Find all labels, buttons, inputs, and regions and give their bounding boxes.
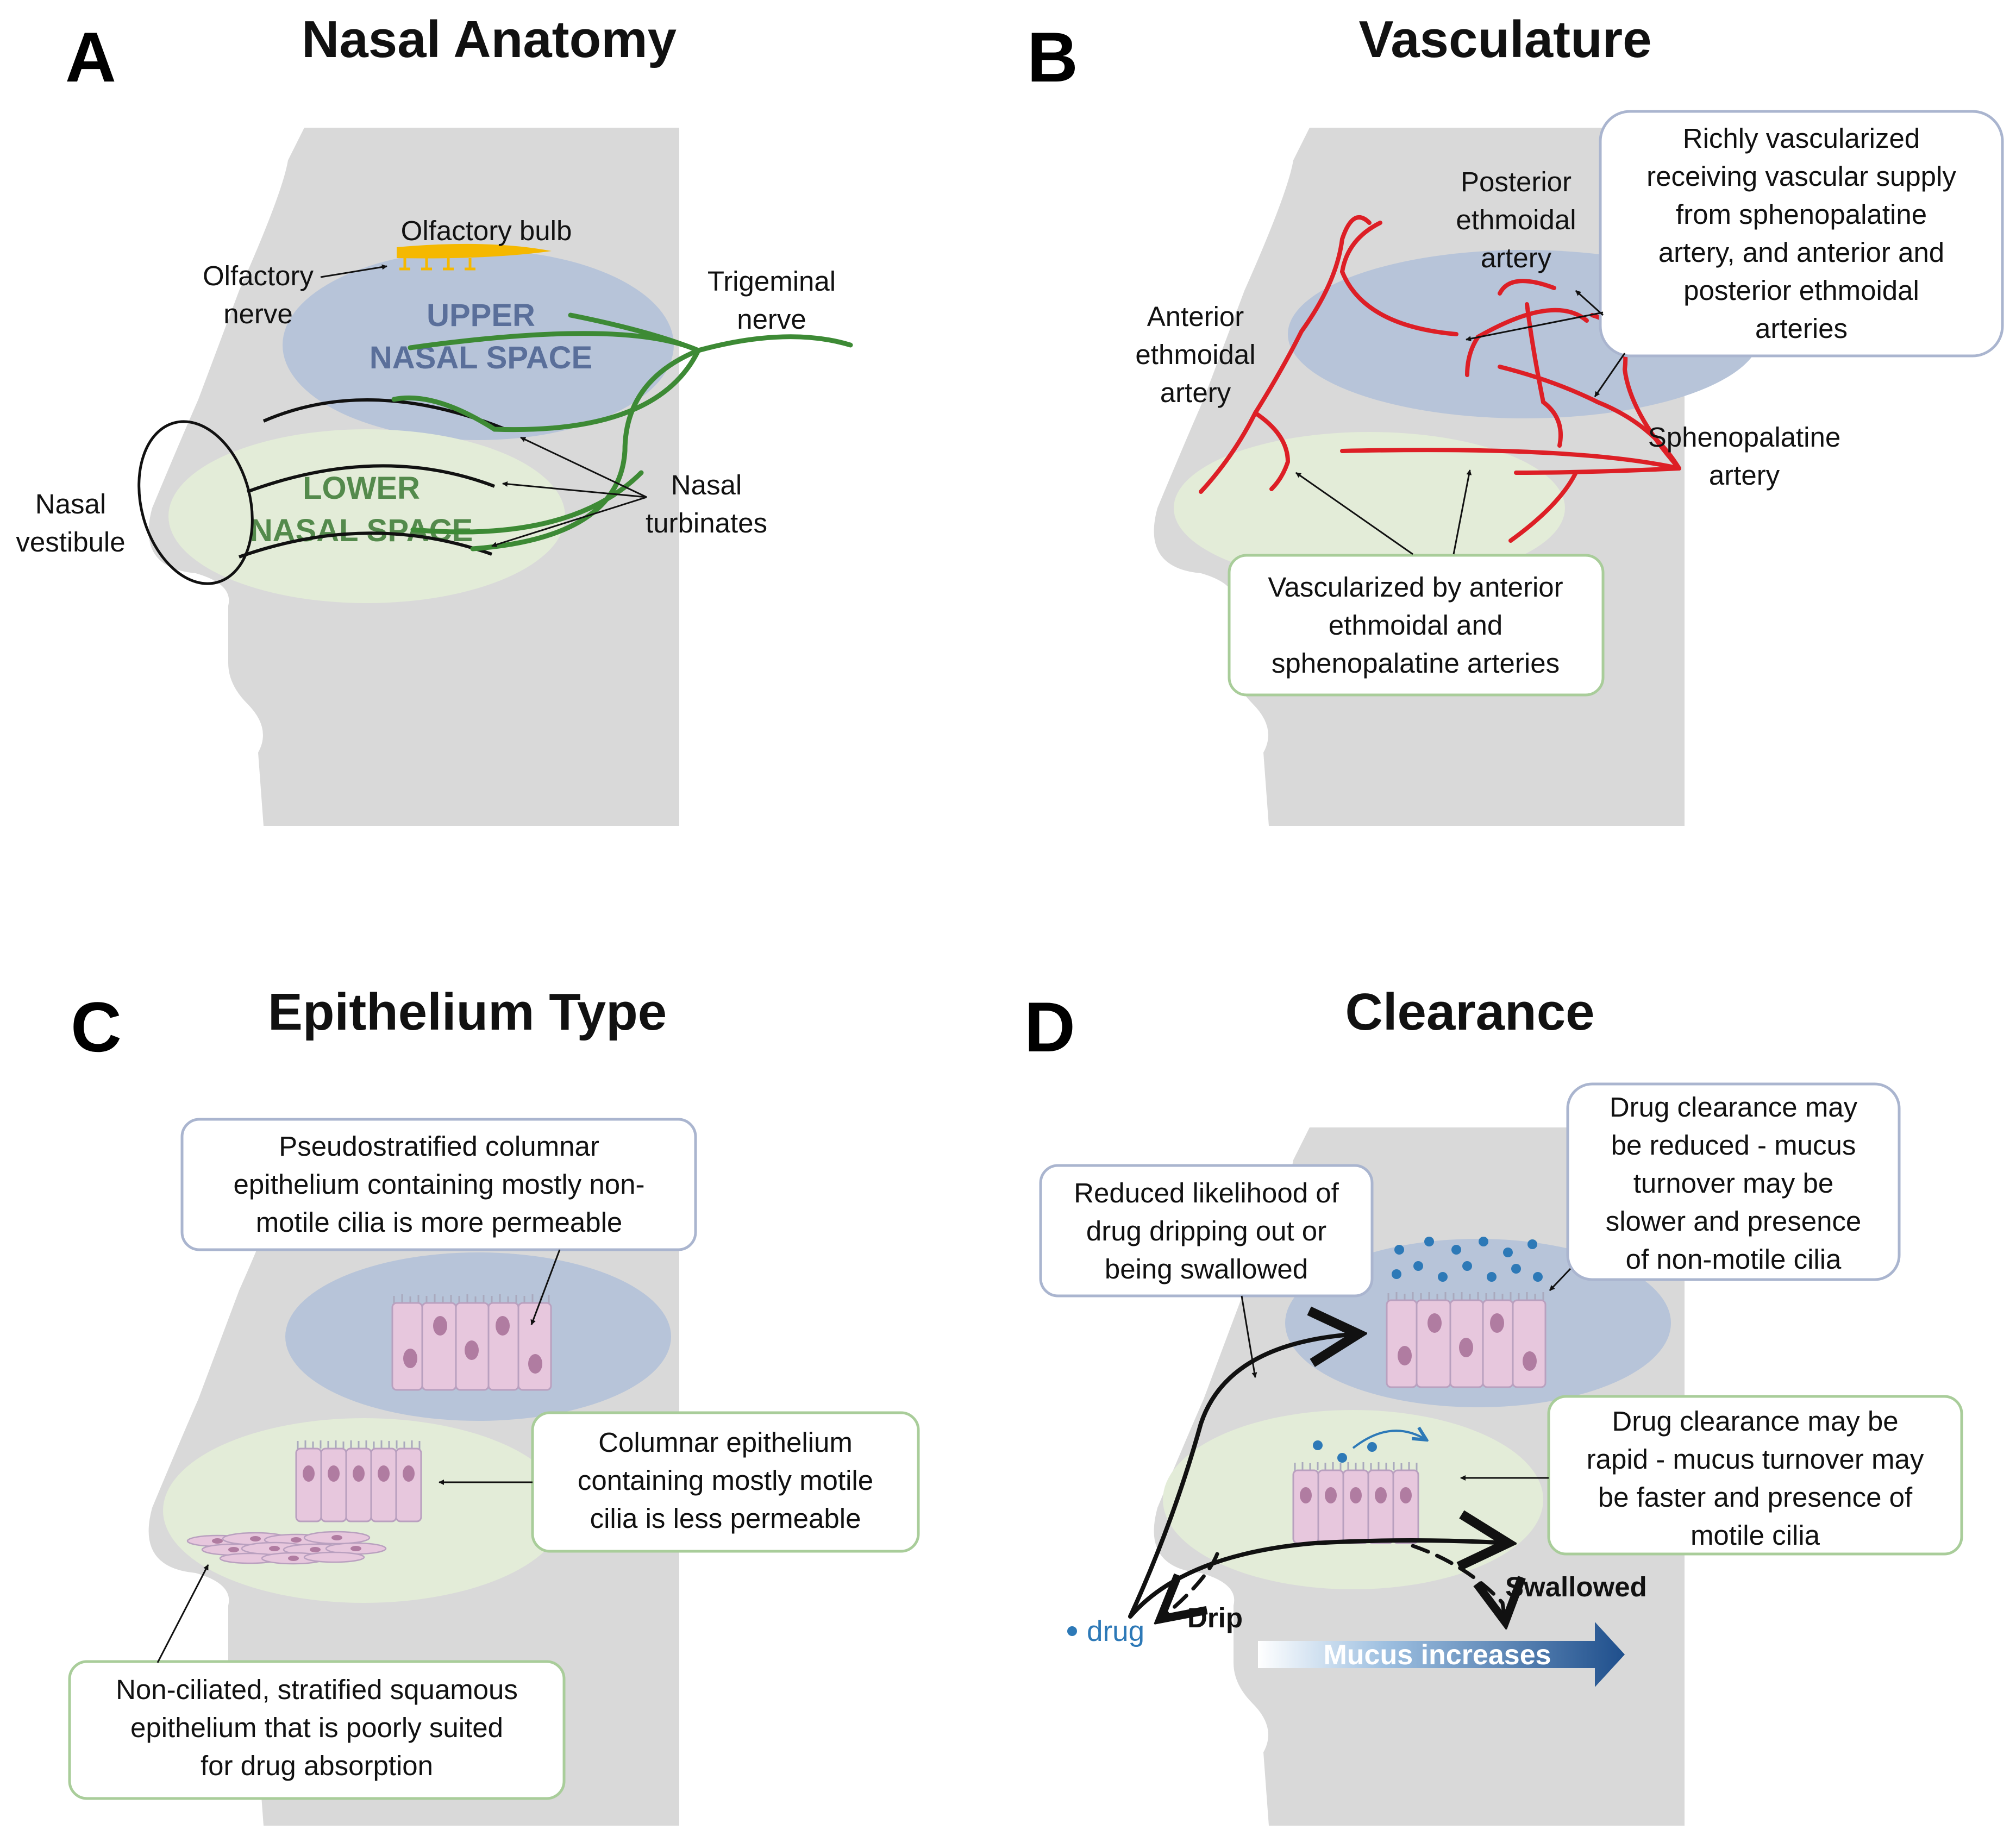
box-lower-b-line-1: Vascularized by anterior: [1268, 572, 1563, 603]
box-upper-b-line-6: arteries: [1755, 313, 1848, 344]
upper-space-label-2: NASAL SPACE: [370, 340, 592, 375]
nasal-turbinates-label-1: Nasal: [671, 469, 742, 500]
panel-d-letter: D: [1024, 987, 1075, 1067]
anterior-ethmoidal-label-1: Anterior: [1147, 301, 1244, 332]
box-upper-b-line-2: receiving vascular supply: [1646, 161, 1956, 192]
panel-c-title: Epithelium Type: [268, 983, 667, 1041]
posterior-ethmoidal-label-2: ethmoidal: [1456, 204, 1576, 235]
nasal-turbinates-label-2: turbinates: [646, 507, 767, 538]
box-lower-d-line-3: be faster and presence of: [1598, 1482, 1913, 1513]
drug-flow-arrows: [1128, 1334, 1508, 1622]
box-upper-c-line-3: motile cilia is more permeable: [256, 1207, 623, 1238]
cilia-movement-arrow: [1352, 1431, 1426, 1449]
panel-a-title: Nasal Anatomy: [302, 10, 677, 68]
pseudostratified-cells-d: [1386, 1292, 1547, 1388]
panel-c-letter: C: [71, 987, 122, 1067]
box-lower-d-line-2: rapid - mucus turnover may: [1587, 1444, 1924, 1475]
panel-b: B Vasculature: [1027, 10, 2004, 826]
drug-particles-lower: [1313, 1440, 1377, 1463]
panel-b-letter: B: [1027, 17, 1078, 97]
turbinate-middle: [246, 464, 496, 493]
nasal-vestibule-label-2: vestibule: [16, 527, 125, 557]
box-lower-d-line-1: Drug clearance may be: [1612, 1406, 1898, 1437]
box-middle-c-line-3: cilia is less permeable: [590, 1503, 861, 1534]
box-lower-c-line-2: epithelium that is poorly suited: [130, 1712, 503, 1743]
box-lower-b-line-2: ethmoidal and: [1329, 610, 1502, 641]
olfactory-nerve-label-2: nerve: [223, 298, 293, 329]
pseudostratified-cells: [391, 1294, 552, 1391]
callout-box-upper-b: [1599, 110, 2004, 358]
anterior-ethmoidal-label-3: artery: [1160, 377, 1231, 408]
callout-box-upper-d: [1566, 1082, 1901, 1281]
olfactory-bulb-label: Olfactory bulb: [401, 215, 572, 246]
olfactory-bulb: [397, 243, 552, 271]
box-middle-c-line-2: containing mostly motile: [578, 1465, 873, 1496]
upper-space-label-1: UPPER: [427, 298, 535, 333]
panel-d-title: Clearance: [1345, 983, 1595, 1041]
callout-box-left-d: [1039, 1164, 1374, 1298]
panel-d: D Clearance: [1024, 983, 1963, 1826]
callout-box-lower-d: [1547, 1395, 1963, 1556]
annotation-arrows-c: [156, 1249, 561, 1663]
box-lower-b-line-3: sphenopalatine arteries: [1272, 648, 1560, 679]
box-upper-d-line-4: slower and presence: [1606, 1206, 1862, 1237]
trigeminal-nerve: [391, 312, 853, 551]
trigeminal-nerve-label-2: nerve: [737, 304, 806, 335]
box-lower-c-line-1: Non-ciliated, stratified squamous: [116, 1674, 518, 1705]
annotation-arrows-b: [1295, 290, 1626, 555]
squamous-nuclei: [212, 1535, 361, 1561]
box-upper-b-line-1: Richly vascularized: [1683, 123, 1920, 154]
box-upper-d-line-3: turnover may be: [1633, 1168, 1834, 1199]
posterior-ethmoidal-label-3: artery: [1481, 242, 1552, 273]
box-upper-b-line-5: posterior ethmoidal: [1683, 275, 1919, 306]
mucus-gradient-arrow: [1258, 1622, 1625, 1687]
nasal-vestibule-outline: [137, 420, 254, 585]
box-left-d-line-3: being swallowed: [1105, 1254, 1308, 1284]
box-lower-c-line-3: for drug absorption: [201, 1750, 433, 1781]
columnar-cells-d: [1292, 1462, 1419, 1544]
drug-dot-icon: [1067, 1626, 1077, 1636]
box-left-d-line-1: Reduced likelihood of: [1074, 1177, 1339, 1208]
panel-c: C Epithelium Type: [68, 983, 920, 1826]
annotation-arrows-a: [320, 264, 647, 548]
box-upper-d-line-1: Drug clearance may: [1610, 1092, 1858, 1123]
upper-nasal-space: [283, 250, 674, 440]
panel-a: A Nasal Anatomy UPPER NASAL SPACE LOWER …: [16, 10, 853, 826]
columnar-cells: [295, 1440, 422, 1522]
callout-box-lower-b: [1228, 554, 1605, 697]
olfactory-nerve-label-1: Olfactory: [203, 260, 314, 291]
drug-label: drug: [1087, 1615, 1144, 1647]
box-upper-d-line-2: be reduced - mucus: [1611, 1130, 1856, 1161]
nasal-vestibule-label-1: Nasal: [35, 488, 106, 519]
posterior-ethmoidal-label-1: Posterior: [1461, 166, 1572, 197]
drip-label: Drip: [1187, 1602, 1243, 1633]
box-left-d-line-2: drug dripping out or: [1086, 1215, 1326, 1246]
box-upper-c-line-2: epithelium containing mostly non-: [234, 1169, 645, 1200]
anterior-ethmoidal-label-2: ethmoidal: [1135, 339, 1255, 370]
panel-a-letter: A: [65, 17, 116, 97]
box-middle-c-line-1: Columnar epithelium: [598, 1427, 853, 1458]
callout-box-lower-c: [68, 1660, 566, 1800]
turbinate-lower: [238, 531, 493, 559]
arteries: [1199, 215, 1681, 543]
mucus-increases-label: Mucus increases: [1323, 1639, 1551, 1671]
sphenopalatine-label-2: artery: [1709, 460, 1780, 491]
panel-b-title: Vasculature: [1359, 10, 1652, 68]
sphenopalatine-label-1: Sphenopalatine: [1648, 422, 1841, 453]
callout-box-upper-c: [180, 1118, 697, 1251]
box-upper-d-line-5: of non-motile cilia: [1626, 1244, 1842, 1275]
annotation-arrows-d: [1241, 1268, 1572, 1481]
lower-nasal-space: [168, 429, 565, 603]
box-upper-b-line-4: artery, and anterior and: [1658, 237, 1944, 268]
swallowed-label: Swallowed: [1505, 1571, 1647, 1602]
box-lower-d-line-4: motile cilia: [1691, 1520, 1820, 1551]
box-upper-b-line-3: from sphenopalatine: [1676, 199, 1927, 230]
lower-space-label-1: LOWER: [303, 471, 420, 506]
trigeminal-nerve-label-1: Trigeminal: [708, 266, 836, 297]
drug-particles-upper: [1392, 1237, 1543, 1282]
box-upper-c-line-1: Pseudostratified columnar: [279, 1131, 599, 1162]
